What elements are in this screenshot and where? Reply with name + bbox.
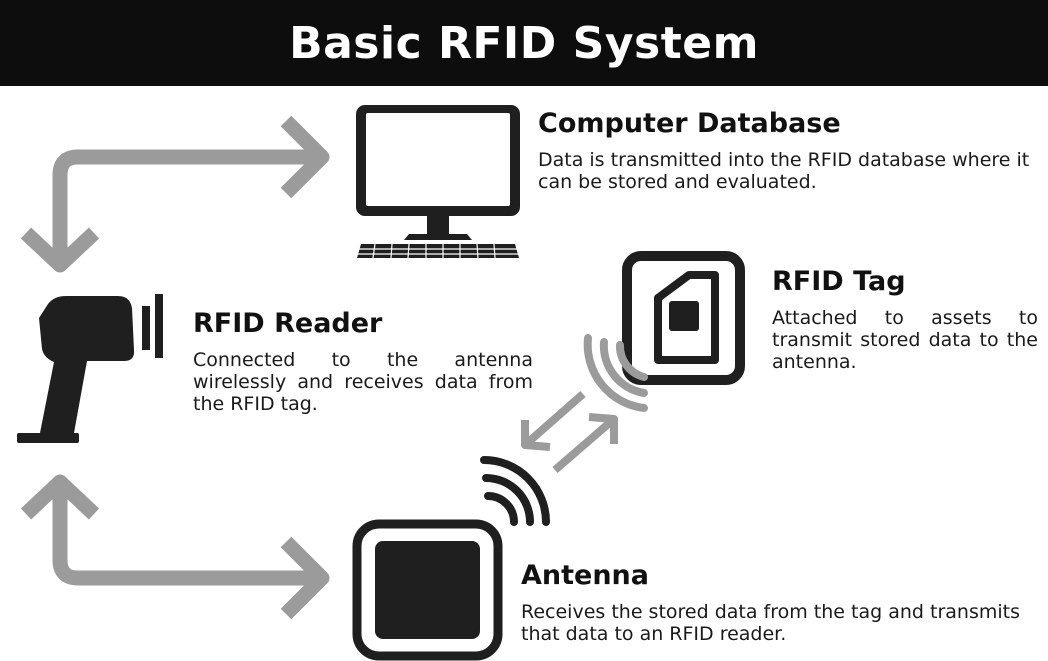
tag-signal-icon — [583, 334, 648, 412]
antenna-block: Antenna Receives the stored data from th… — [521, 560, 1043, 645]
antenna-heading: Antenna — [521, 560, 649, 591]
computer-database-block: Computer Database Data is transmitted in… — [538, 108, 1043, 193]
rfid-reader-gun-icon — [17, 294, 163, 443]
rfid-reader-block: RFID Reader Connected to the antenna wir… — [193, 308, 533, 415]
computer-database-heading: Computer Database — [538, 108, 841, 139]
antenna-pad-icon — [352, 519, 503, 661]
rfid-reader-heading: RFID Reader — [193, 308, 383, 339]
computer-database-description: Data is transmitted into the RFID databa… — [538, 149, 1030, 193]
rfid-tag-heading: RFID Tag — [772, 266, 906, 297]
rfid-tag-block: RFID Tag Attached to assets to transmit … — [772, 266, 1038, 373]
page-title: Basic RFID System — [289, 17, 759, 69]
reader-antenna-arrow — [20, 474, 330, 620]
computer-monitor-keyboard-icon — [356, 105, 520, 259]
reader-computer-arrow — [20, 115, 330, 273]
antenna-description: Receives the stored data from the tag an… — [521, 601, 1020, 645]
antenna-tag-arrows — [521, 390, 618, 474]
rfid-reader-description: Connected to the antenna wirelessly and … — [193, 349, 533, 415]
title-bar: Basic RFID System — [0, 0, 1048, 86]
rfid-tag-icon — [622, 251, 745, 385]
antenna-signal-icon — [480, 456, 550, 526]
rfid-tag-description: Attached to assets to transmit stored da… — [772, 307, 1038, 373]
